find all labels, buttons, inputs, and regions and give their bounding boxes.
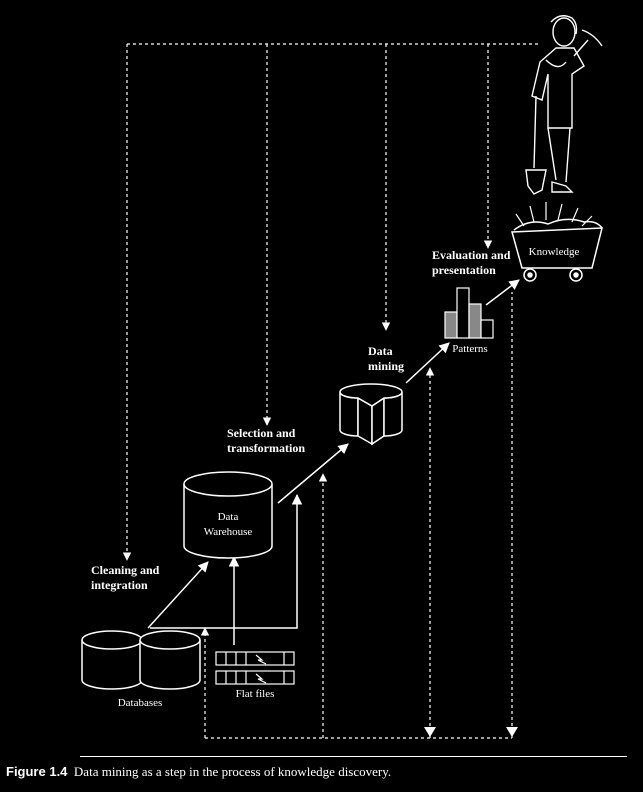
knowledge-label: Knowledge	[528, 246, 580, 258]
step-label-line: Evaluation and	[432, 248, 511, 262]
data-mining-icon	[339, 383, 403, 446]
knowledge-cart-icon	[511, 202, 603, 282]
caption-text: Data mining as a step in the process of …	[73, 764, 392, 779]
databases-icon	[81, 630, 201, 690]
caption-figure-label: Figure 1.4	[6, 764, 68, 779]
feedback-loop-lines	[122, 43, 540, 739]
step-label-data-mining: Data mining	[368, 344, 404, 374]
step-label-line: presentation	[432, 263, 496, 277]
warehouse-label-line: Data	[217, 511, 239, 523]
databases-label: Databases	[117, 697, 163, 709]
step-label-evaluation-presentation: Evaluation and presentation	[432, 248, 510, 278]
step-label-selection-transformation: Selection and transformation	[227, 426, 305, 456]
figure-caption: Figure 1.4 Data mining as a step in the …	[6, 764, 391, 780]
step-label-line: transformation	[227, 441, 305, 455]
step-label-line: mining	[368, 359, 405, 373]
step-label-cleaning-integration: Cleaning and integration	[91, 563, 159, 593]
step-label-line: Cleaning and	[91, 563, 160, 577]
feedback-end-arrowheads	[424, 727, 518, 737]
data-warehouse-label: Data Warehouse	[188, 510, 268, 540]
warehouse-label-line: Warehouse	[203, 526, 253, 538]
patterns-icon	[444, 287, 494, 339]
step-label-line: integration	[91, 578, 148, 592]
miner-figure-icon	[525, 15, 603, 195]
flat-files-icon	[215, 651, 295, 685]
data-warehouse-icon	[183, 471, 273, 559]
flow-arrows	[147, 279, 520, 645]
step-label-line: Selection and	[227, 426, 296, 440]
patterns-label: Patterns	[452, 343, 488, 355]
caption-rule	[80, 756, 627, 757]
step-label-line: Data	[368, 344, 393, 358]
flat-files-label: Flat files	[235, 688, 275, 700]
